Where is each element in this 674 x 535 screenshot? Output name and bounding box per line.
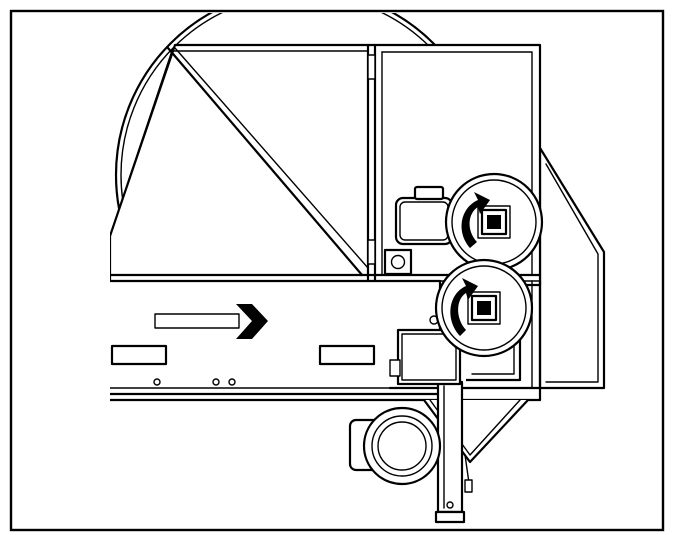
motor-housing (394, 185, 454, 246)
upper-roller (444, 172, 544, 272)
left-margin (13, 13, 109, 528)
support-leg (434, 380, 466, 524)
square-fitting (383, 248, 413, 276)
rotation-arrow-icon (461, 192, 490, 248)
side-guard (538, 146, 606, 390)
figure-frame (9, 9, 665, 532)
caster-wheel (348, 406, 442, 486)
rotation-arrow-icon (450, 278, 478, 336)
conveyor-belt (110, 279, 542, 402)
flow-direction-arrow (154, 304, 268, 339)
lower-roller (434, 258, 534, 358)
gearbox (389, 315, 462, 386)
